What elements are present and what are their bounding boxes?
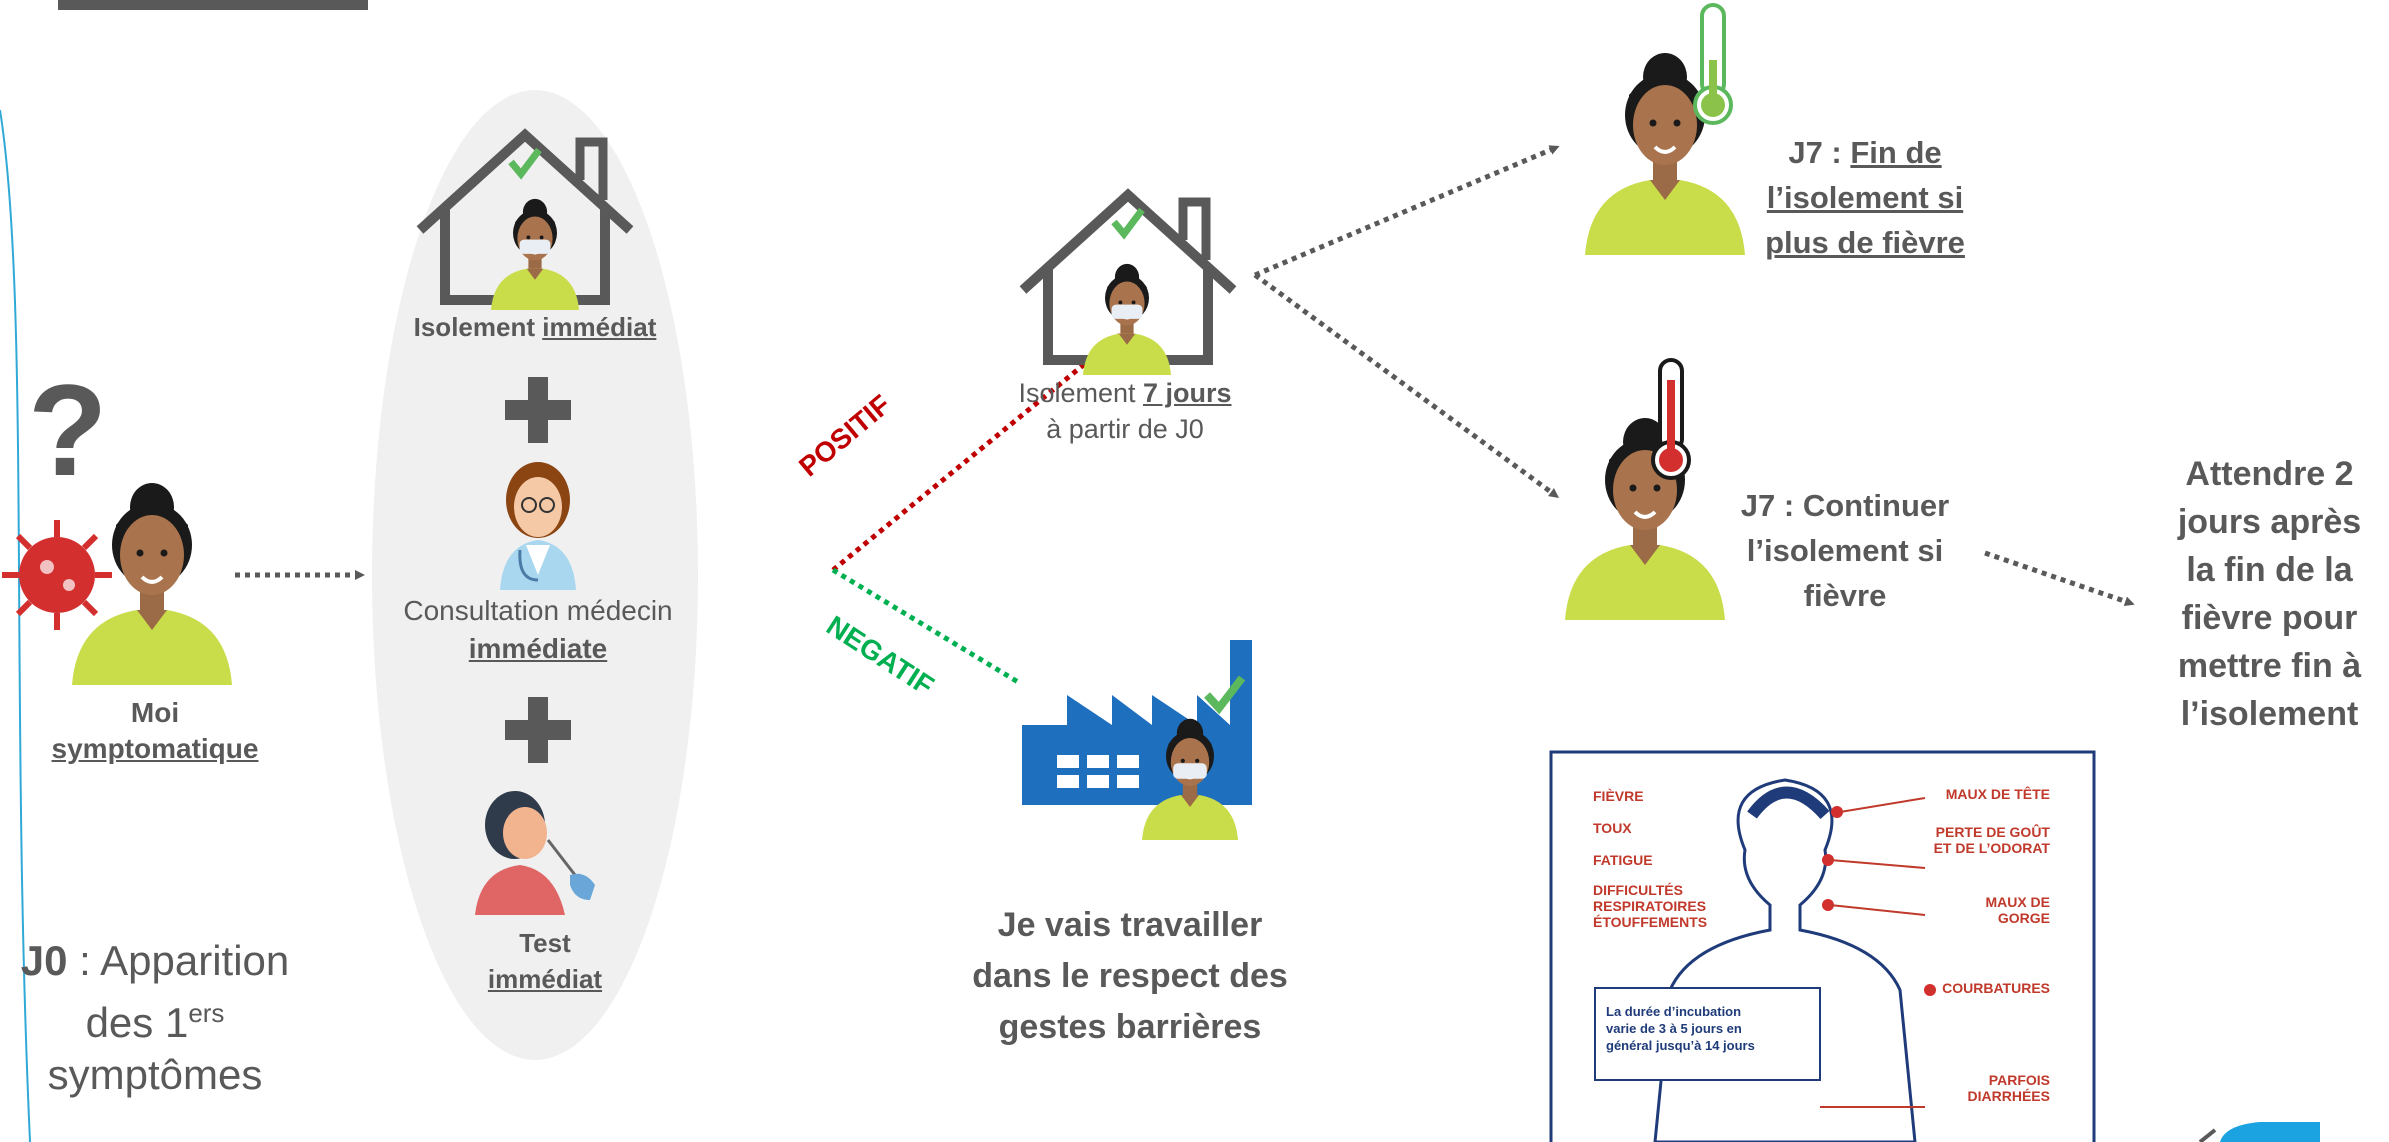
j7-end-bold: J7 bbox=[1788, 135, 1823, 170]
symptom-throat: MAUX DE GORGE bbox=[1985, 894, 2050, 926]
j7-continue-bold: J7 bbox=[1740, 488, 1776, 523]
thermometer-green-icon bbox=[1693, 3, 1733, 125]
step-test-line1: Test bbox=[519, 928, 571, 958]
j0-label: J0 : Apparition des 1ers symptômes bbox=[5, 935, 305, 1101]
j0-text: : Apparition bbox=[67, 937, 290, 984]
symptom-taste-1: PERTE DE GOÛT bbox=[1935, 824, 2050, 840]
person-label: Moi bbox=[130, 697, 180, 728]
isolation-7days-text: Isolement bbox=[1018, 378, 1144, 408]
step-consultation-label: Consultation médecin immédiate bbox=[378, 592, 698, 668]
symptom-breathing-3: ÉTOUFFEMENTS bbox=[1593, 914, 1708, 930]
j0-line3: symptômes bbox=[47, 1051, 263, 1098]
symptom-cough: TOUX bbox=[1593, 820, 1632, 836]
incubation-line1: La durée d’incubation bbox=[1606, 1004, 1742, 1019]
logo-fragment bbox=[2220, 1122, 2320, 1142]
j7-end-label: J7 : Fin de l’isolement si plus de fièvr… bbox=[1740, 130, 1990, 265]
isolation-7days-line2: à partir de J0 bbox=[1046, 414, 1204, 444]
person-masked-work bbox=[1140, 717, 1240, 842]
arrow-to-end-isolation bbox=[1254, 145, 1560, 278]
incubation-line2: varie de 3 à 5 jours en bbox=[1606, 1021, 1742, 1036]
symptom-aches: COURBATURES bbox=[1942, 980, 2050, 996]
symptoms-right-list: MAUX DE TÊTE PERTE DE GOÛT ET DE L’ODORA… bbox=[1930, 786, 2050, 1104]
j0-line2: des 1 bbox=[85, 999, 189, 1046]
j7-continue-l2: l’isolement si bbox=[1746, 533, 1944, 568]
symptom-breathing-1: DIFFICULTÉS bbox=[1593, 882, 1683, 898]
j7-end-l3: plus de fièvre bbox=[1765, 225, 1965, 260]
isolation-7days-under: 7 jours bbox=[1143, 378, 1232, 408]
j0-bold: J0 bbox=[20, 937, 68, 984]
decor-stroke bbox=[2198, 1128, 2217, 1142]
negative-branch-line bbox=[831, 567, 1020, 685]
symptom-diarrhea-2: DIARRHÉES bbox=[1967, 1088, 2050, 1104]
step-test-label: Test immédiat bbox=[430, 925, 660, 997]
work-line1: Je vais travailler bbox=[997, 906, 1263, 944]
j7-end-l2: l’isolement si bbox=[1766, 180, 1964, 215]
wait-l3: la fin de la bbox=[2186, 551, 2353, 589]
symptoms-poster bbox=[1549, 750, 2096, 1142]
arrow-to-continue-isolation bbox=[1253, 272, 1560, 498]
work-line2: dans le respect des bbox=[972, 957, 1288, 995]
symptom-headache: MAUX DE TÊTE bbox=[1945, 786, 2050, 802]
work-label: Je vais travailler dans le respect des g… bbox=[940, 900, 1320, 1053]
arrow-to-wait bbox=[1984, 550, 2135, 607]
doctor-icon bbox=[500, 462, 576, 590]
work-line3: gestes barrières bbox=[998, 1008, 1262, 1046]
symptoms-left-list: FIÈVRE TOUX FATIGUE DIFFICULTÉS RESPIRAT… bbox=[1593, 786, 1707, 930]
wait-l4: fièvre pour bbox=[2181, 599, 2358, 637]
wait-l1: Attendre 2 bbox=[2185, 455, 2354, 493]
j7-end-sep: : bbox=[1822, 135, 1851, 170]
positive-branch-line bbox=[831, 333, 1122, 572]
j7-continue-label: J7 : Continuer l’isolement si fièvre bbox=[1720, 483, 1970, 618]
symptom-fatigue: FATIGUE bbox=[1593, 852, 1653, 868]
step-consultation-under: immédiate bbox=[468, 633, 608, 664]
step-isolation-under: immédiat bbox=[542, 312, 657, 342]
question-mark-icon: ? bbox=[28, 357, 107, 503]
j7-end-l1: Fin de bbox=[1850, 135, 1942, 170]
wait-l6: l’isolement bbox=[2180, 695, 2359, 733]
step-consultation-line1: Consultation médecin bbox=[403, 595, 673, 626]
j7-continue-l1: : Continuer bbox=[1775, 488, 1950, 523]
timeline-arc bbox=[0, 109, 31, 1142]
person-masked-home bbox=[1081, 262, 1173, 377]
wait-l5: mettre fin à bbox=[2177, 647, 2362, 685]
incubation-line3: général jusqu’à 14 jours bbox=[1606, 1038, 1755, 1053]
isolation-7days-label: Isolement 7 jours à partir de J0 bbox=[990, 375, 1260, 447]
header-bar bbox=[58, 0, 368, 10]
incubation-note: La durée d’incubation varie de 3 à 5 jou… bbox=[1606, 1003, 1811, 1054]
person-label-status: symptomatique bbox=[51, 733, 259, 764]
factory-icon bbox=[1022, 640, 1252, 805]
test-swab-icon bbox=[475, 791, 595, 915]
symptom-fever: FIÈVRE bbox=[1593, 788, 1644, 804]
step-isolation-label: Isolement immédiat bbox=[385, 312, 685, 343]
person-masked-home bbox=[489, 197, 581, 312]
symptom-breathing-2: RESPIRATOIRES bbox=[1593, 898, 1707, 914]
j0-sup: ers bbox=[188, 998, 225, 1028]
step-isolation-text: Isolement bbox=[413, 312, 543, 342]
wait-l2: jours après bbox=[2177, 503, 2362, 541]
thermometer-red-icon bbox=[1651, 358, 1691, 480]
wait-label: Attendre 2 jours après la fin de la fièv… bbox=[2150, 450, 2389, 738]
j7-continue-l3: fièvre bbox=[1803, 578, 1887, 613]
symptom-taste-2: ET DE L’ODORAT bbox=[1933, 840, 2050, 856]
person-fever bbox=[1563, 416, 1727, 622]
step-test-under: immédiat bbox=[487, 964, 603, 994]
person-symptomatic bbox=[70, 481, 234, 687]
symptom-diarrhea-1: PARFOIS bbox=[1988, 1072, 2050, 1088]
virus-icon bbox=[2, 520, 112, 630]
